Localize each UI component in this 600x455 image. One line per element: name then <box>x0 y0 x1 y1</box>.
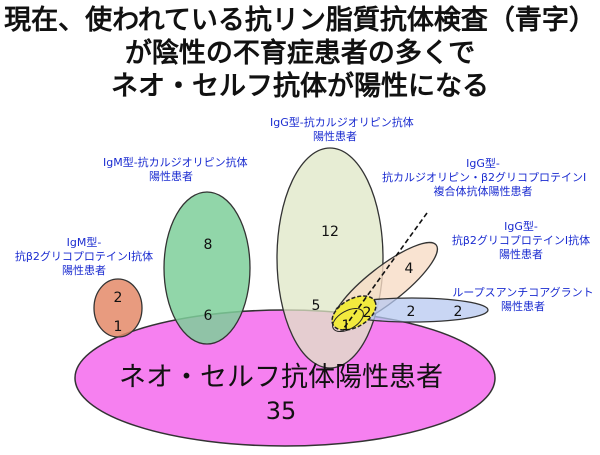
label-complex-line2: 抗カルジオリピン・β2グリコプロテインI <box>382 171 587 184</box>
label-igg-b2gpi-line3: 陽性患者 <box>499 248 543 261</box>
label-igg-b2gpi-line2: 抗β2グリコプロテインI抗体 <box>451 234 591 247</box>
label-igm-b2gpi-line2: 抗β2グリコプロテインI抗体 <box>14 250 154 263</box>
label-igg-acl-line1: IgG型-抗カルジオリピン抗体 <box>270 116 414 129</box>
label-la-line1: ループスアンチコアグラント <box>452 286 594 299</box>
neo-self-count: 35 <box>266 397 297 425</box>
count-complex-core: 1 <box>342 318 351 334</box>
count-igm-b2gpi-neo: 1 <box>114 319 123 335</box>
label-igg-b2gpi-line1: IgG型- <box>504 220 538 233</box>
neo-self-label: ネオ・セルフ抗体陽性患者 <box>119 362 443 393</box>
count-igg-acl-neo: 5 <box>312 298 321 314</box>
label-la-line2: 陽性患者 <box>501 300 545 313</box>
count-igm-b2gpi-only: 2 <box>114 290 123 306</box>
label-igm-acl-line1: IgM型-抗カルジオリピン抗体 <box>103 156 248 169</box>
igg-acl-ellipse <box>276 147 384 369</box>
label-igm-acl: IgM型-抗カルジオリピン抗体 陽性患者 <box>103 156 248 184</box>
count-igm-acl-only: 8 <box>204 237 213 253</box>
count-igm-acl-neo: 6 <box>204 308 213 324</box>
label-igg-b2gpi: IgG型- 抗β2グリコプロテインI抗体 陽性患者 <box>446 220 596 262</box>
label-igg-acl: IgG型-抗カルジオリピン抗体 陽性患者 <box>270 116 414 144</box>
igm-b2gpi-ellipse <box>93 278 143 338</box>
title-line-2: が陰性の不育症患者の多くで <box>124 38 476 69</box>
count-igg-acl-only: 12 <box>321 224 339 240</box>
complex-core-ellipse <box>332 307 364 333</box>
label-igm-b2gpi-line3: 陽性患者 <box>62 264 106 277</box>
count-la-neo: 2 <box>407 304 416 320</box>
label-igm-acl-line2: 陽性患者 <box>149 170 193 183</box>
title-line-3: ネオ・セルフ抗体が陽性になる <box>111 71 489 102</box>
label-complex: IgG型- 抗カルジオリピン・β2グリコプロテインI 複合体抗体陽性患者 <box>382 157 587 199</box>
igm-acl-ellipse <box>163 191 251 345</box>
label-complex-line1: IgG型- <box>466 157 500 170</box>
label-igm-b2gpi-line1: IgM型- <box>66 236 102 249</box>
label-complex-line3: 複合体抗体陽性患者 <box>433 185 533 198</box>
label-la: ループスアンチコアグラント 陽性患者 <box>448 286 598 314</box>
label-igm-b2gpi: IgM型- 抗β2グリコプロテインI抗体 陽性患者 <box>4 236 164 278</box>
title-line-1: 現在、使われている抗リン脂質抗体検査（青字） <box>4 5 596 36</box>
label-igg-acl-line2: 陽性患者 <box>313 130 357 143</box>
count-la-only: 2 <box>454 304 463 320</box>
count-complex-neo: 2 <box>363 305 372 321</box>
count-igg-b2gpi-only: 4 <box>405 261 414 277</box>
